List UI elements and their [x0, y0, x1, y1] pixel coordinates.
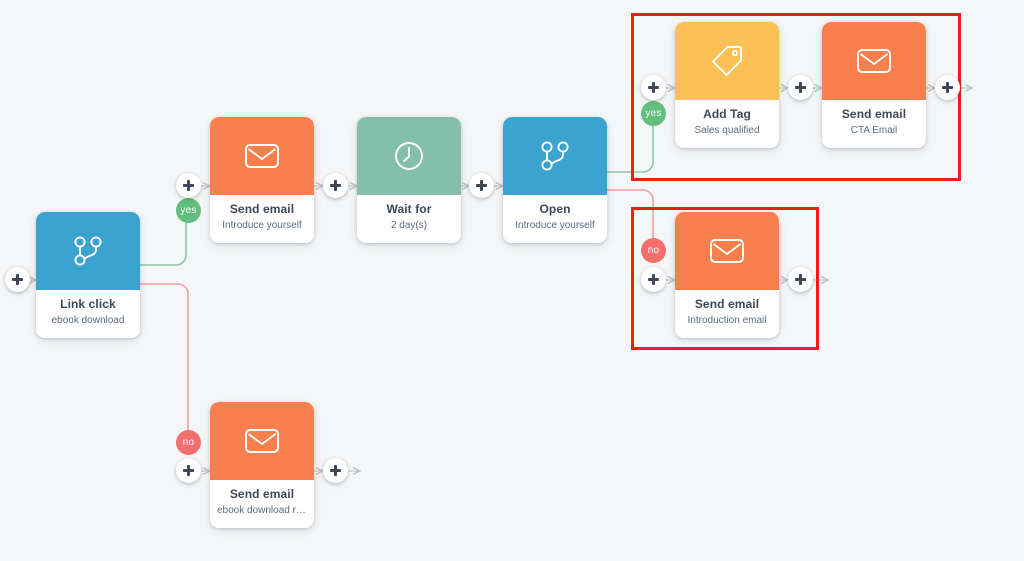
envelope-icon — [856, 47, 892, 75]
envelope-icon — [709, 237, 745, 265]
node-open[interactable]: Open Introduce yourself — [503, 117, 607, 243]
edge-linkclick-no — [140, 283, 189, 432]
node-send-email-reminder-header — [210, 402, 314, 480]
add-step-button-before-link-click[interactable] — [5, 267, 30, 292]
node-send-email-introduce[interactable]: Send email Introduce yourself — [210, 117, 314, 243]
node-send-email-introduce-body: Send email Introduce yourself — [210, 195, 314, 243]
highlight-yes-branch — [631, 13, 961, 181]
node-add-tag-body: Add Tag Sales qualified — [675, 100, 779, 148]
node-wait-for-body: Wait for 2 day(s) — [357, 195, 461, 243]
node-send-email-introduce-header — [210, 117, 314, 195]
node-link-click-header — [36, 212, 140, 290]
node-send-email-cta[interactable]: Send email CTA Email — [822, 22, 926, 148]
highlight-no-branch — [631, 207, 819, 350]
branch-badge-no-open[interactable]: no — [641, 238, 666, 263]
node-subtitle: ebook download — [51, 314, 125, 326]
node-open-body: Open Introduce yourself — [503, 195, 607, 243]
clock-icon — [393, 140, 425, 172]
node-subtitle: 2 day(s) — [390, 219, 428, 231]
node-send-email-reminder[interactable]: Send email ebook download remin... — [210, 402, 314, 528]
node-wait-for-header — [357, 117, 461, 195]
branch-badge-no-link-click[interactable]: no — [176, 430, 201, 455]
node-add-tag[interactable]: Add Tag Sales qualified — [675, 22, 779, 148]
node-title: Add Tag — [703, 107, 751, 121]
node-subtitle: ebook download remin... — [217, 504, 310, 516]
branch-badge-label: no — [182, 437, 195, 448]
node-title: Send email — [229, 202, 295, 216]
node-add-tag-header — [675, 22, 779, 100]
add-step-button-before-send-reminder[interactable] — [176, 458, 201, 483]
add-step-button-before-send-introduction[interactable] — [641, 267, 666, 292]
branch-badge-label: yes — [645, 108, 662, 119]
branch-badge-yes-link-click[interactable]: yes — [176, 198, 201, 223]
branch-icon — [72, 234, 104, 268]
add-step-button-after-add-tag[interactable] — [788, 75, 813, 100]
node-title: Send email — [841, 107, 907, 121]
add-step-button-after-wait-for[interactable] — [469, 173, 494, 198]
add-step-button-after-send-cta[interactable] — [935, 75, 960, 100]
branch-badge-label: no — [647, 245, 660, 256]
node-link-click-body: Link click ebook download — [36, 290, 140, 338]
node-subtitle: Introduce yourself — [515, 219, 595, 231]
node-send-email-reminder-body: Send email ebook download remin... — [210, 480, 314, 528]
node-title: Send email — [694, 297, 760, 311]
node-wait-for[interactable]: Wait for 2 day(s) — [357, 117, 461, 243]
add-step-button-after-send-introduce[interactable] — [323, 173, 348, 198]
node-open-header — [503, 117, 607, 195]
branch-badge-label: yes — [180, 205, 197, 216]
envelope-icon — [244, 142, 280, 170]
branch-badge-yes-open[interactable]: yes — [641, 101, 666, 126]
node-subtitle: Introduce yourself — [222, 219, 302, 231]
node-send-email-introduction-body: Send email Introduction email — [675, 290, 779, 338]
node-subtitle: CTA Email — [850, 124, 898, 136]
add-step-button-after-send-reminder[interactable] — [323, 458, 348, 483]
envelope-icon — [244, 427, 280, 455]
add-step-button-before-add-tag[interactable] — [641, 75, 666, 100]
node-subtitle: Sales qualified — [694, 124, 760, 136]
node-send-email-introduction-header — [675, 212, 779, 290]
add-step-button-before-send-introduce[interactable] — [176, 173, 201, 198]
node-title: Link click — [60, 297, 116, 311]
node-link-click[interactable]: Link click ebook download — [36, 212, 140, 338]
node-title: Send email — [229, 487, 295, 501]
branch-icon — [539, 139, 571, 173]
node-send-email-introduction[interactable]: Send email Introduction email — [675, 212, 779, 338]
tag-icon — [710, 44, 744, 78]
node-send-email-cta-header — [822, 22, 926, 100]
node-send-email-cta-body: Send email CTA Email — [822, 100, 926, 148]
node-title: Wait for — [386, 202, 432, 216]
node-title: Open — [539, 202, 571, 216]
add-step-button-after-send-introduction[interactable] — [788, 267, 813, 292]
node-subtitle: Introduction email — [687, 314, 767, 326]
